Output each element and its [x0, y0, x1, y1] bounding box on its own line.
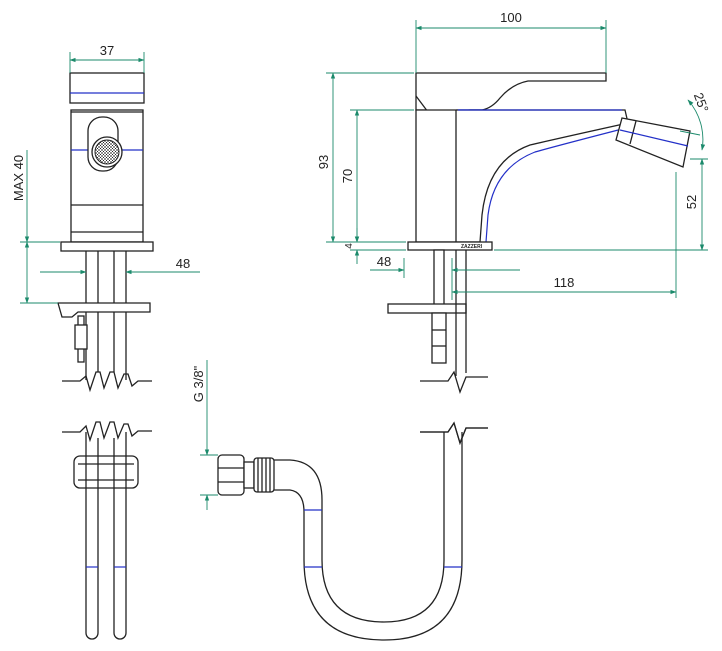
dim-base-thickness: 4 [344, 243, 355, 249]
dim-thread: G 3/8" [191, 365, 206, 402]
threaded-rod [433, 249, 445, 307]
spout-body [415, 109, 629, 243]
side-view: ZAZZERI [387, 72, 691, 445]
hose-outer [274, 432, 445, 623]
hose-inner [274, 432, 463, 641]
front-base [60, 241, 154, 252]
hex-nut [73, 455, 139, 489]
dim-angle: 25° [691, 91, 712, 115]
front-dimensions: 37 MAX 40 48 [11, 43, 200, 304]
front-handle [69, 72, 145, 104]
thread-dimension: G 3/8" [191, 360, 218, 510]
side-nut [431, 312, 447, 364]
dim-reach: 118 [554, 275, 575, 290]
front-view [57, 72, 154, 640]
dim-base-48: 48 [377, 254, 391, 269]
side-base [407, 241, 493, 251]
lever-handle [415, 72, 607, 111]
dim-max-height: MAX 40 [11, 155, 26, 201]
brand-label: ZAZZERI [461, 244, 483, 250]
dim-side-48: 48 [176, 256, 190, 271]
flex-hose-detail [217, 421, 488, 641]
connector-nut [217, 454, 245, 496]
mounting-plate [57, 302, 151, 318]
dim-nozzle-height: 52 [684, 195, 699, 209]
dim-total-height: 93 [316, 155, 331, 169]
dim-total-width: 100 [500, 10, 522, 25]
dim-top-width: 37 [100, 43, 114, 58]
side-dimensions: 100 93 70 4 25° 52 48 118 [316, 10, 712, 300]
nozzle [615, 117, 691, 168]
side-plate [387, 303, 467, 314]
dim-spout-height: 70 [340, 169, 355, 183]
